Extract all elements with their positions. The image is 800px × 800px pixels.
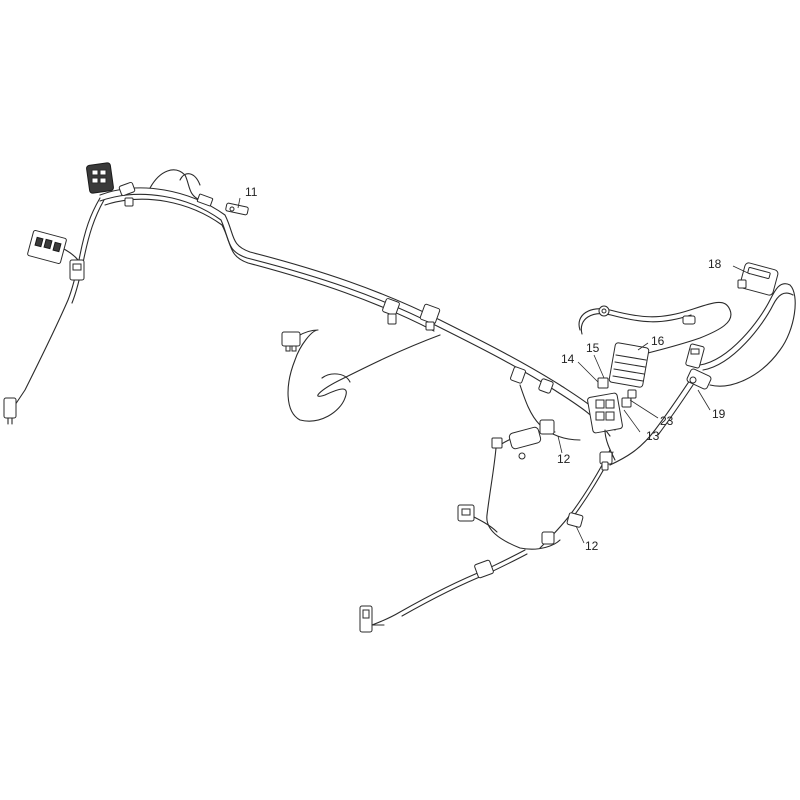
left-branch (14, 197, 105, 406)
fuse-connector-left (27, 229, 67, 265)
callout-15: 15 (586, 341, 600, 355)
lower-connectors (457, 451, 613, 579)
main-harness-trunk (99, 187, 616, 437)
central-connector-cluster (587, 377, 637, 461)
callout-12-upper: 12 (557, 452, 571, 466)
upper-right-cable (578, 301, 732, 356)
upper-branch-loop (149, 169, 214, 207)
trunk-clips (382, 298, 554, 394)
connector-right-mid (685, 343, 705, 369)
callout-14: 14 (561, 352, 575, 366)
callout-11: 11 (245, 185, 258, 199)
component-item-18 (737, 262, 779, 296)
leader-lines (237, 197, 751, 544)
battery-cable (609, 283, 796, 466)
connector-bottom-end (359, 605, 385, 633)
clip-top-left (118, 181, 136, 207)
component-item-16 (608, 342, 650, 388)
terminal-item-19 (686, 368, 712, 390)
middle-loop-branch (287, 329, 441, 422)
callout-12-lower: 12 (585, 539, 599, 553)
callout-labels: 11 18 16 15 14 23 13 19 12 12 (245, 185, 726, 553)
callout-23: 23 (660, 414, 674, 428)
callout-13: 13 (646, 429, 660, 443)
callout-19: 19 (712, 407, 726, 421)
connector-middle-loop (281, 331, 301, 352)
connector-left-mid (69, 259, 85, 281)
callout-16: 16 (651, 334, 665, 348)
cluster-item-12-upper (491, 384, 581, 460)
connector-top-left (86, 162, 114, 194)
terminal-bottom-left (3, 397, 17, 425)
lower-branches (371, 447, 614, 626)
clip-item-11 (225, 202, 249, 216)
callout-18: 18 (708, 257, 722, 271)
